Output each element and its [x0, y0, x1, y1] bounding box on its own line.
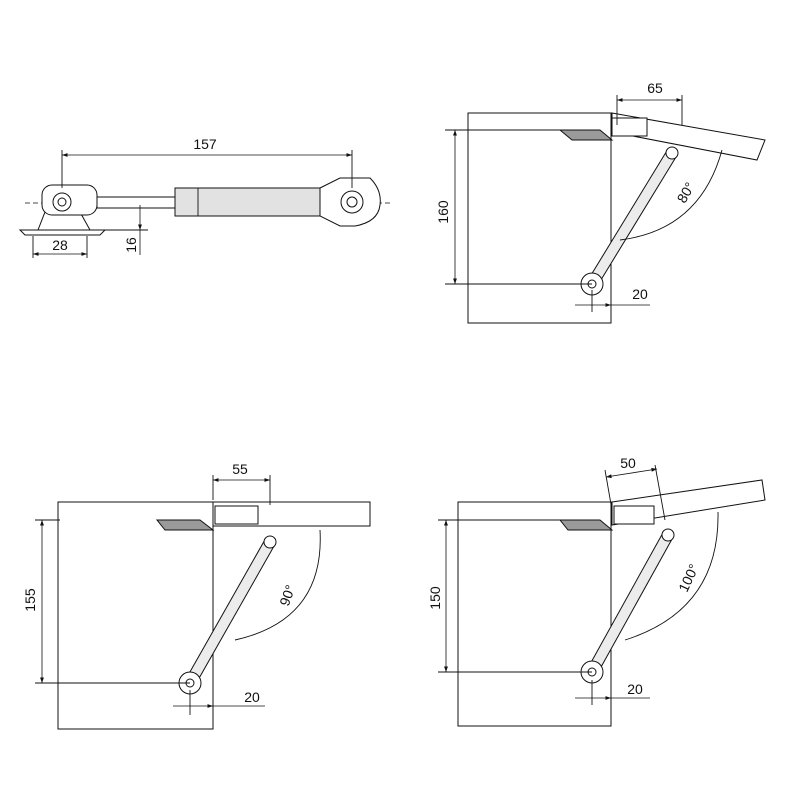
- install-90-view: 90° 55 155 20: [22, 461, 371, 730]
- dim-bottom-label: 20: [632, 286, 648, 302]
- hinge-plate: [155, 519, 215, 531]
- dim-line-offset: [605, 467, 658, 479]
- dim-bottom-label: 20: [627, 681, 643, 697]
- dim-offset-label: 55: [232, 461, 248, 477]
- dim-mount-height-label: 16: [123, 237, 139, 253]
- strut-fill: [185, 539, 275, 686]
- hinge-plate: [558, 519, 614, 531]
- hinge-block: [611, 117, 648, 137]
- angle-label: 80°: [673, 179, 697, 205]
- dim-bottom-label: 20: [244, 689, 260, 705]
- dim-offset-label: 65: [647, 80, 663, 96]
- piston-rod: [96, 196, 178, 209]
- mount-plate: [18, 229, 107, 236]
- dim-height-label: 150: [427, 586, 443, 610]
- cylinder: [174, 187, 321, 217]
- dim-height-label: 160: [435, 200, 451, 224]
- install-100-view: 100° 50 150 20: [427, 455, 766, 727]
- gas-spring-view: 157 28 16: [18, 136, 390, 258]
- dim-offset-label: 50: [620, 455, 636, 471]
- dim-mount-width-label: 28: [52, 237, 68, 253]
- strut-fill: [587, 150, 677, 287]
- hinge-block: [214, 505, 259, 525]
- hinge-plate: [558, 129, 614, 141]
- angle-arc: [619, 149, 723, 241]
- angle-label: 90°: [276, 583, 298, 608]
- dim-height-label: 155: [22, 588, 38, 612]
- upper-pivot: [263, 535, 277, 549]
- install-80-view: 80° 65 160 20: [435, 80, 766, 324]
- angle-arc: [234, 529, 321, 641]
- front-pin-hole: [346, 196, 358, 208]
- strut-fill: [587, 532, 673, 675]
- upper-pivot: [661, 528, 675, 542]
- cabinet-side: [457, 501, 612, 727]
- angle-arc: [624, 511, 719, 641]
- dim-length-label: 157: [193, 136, 217, 152]
- hinge-block: [613, 505, 655, 525]
- cabinet-side: [467, 112, 612, 324]
- upper-pivot: [665, 146, 679, 160]
- rear-pin-hole: [57, 197, 67, 207]
